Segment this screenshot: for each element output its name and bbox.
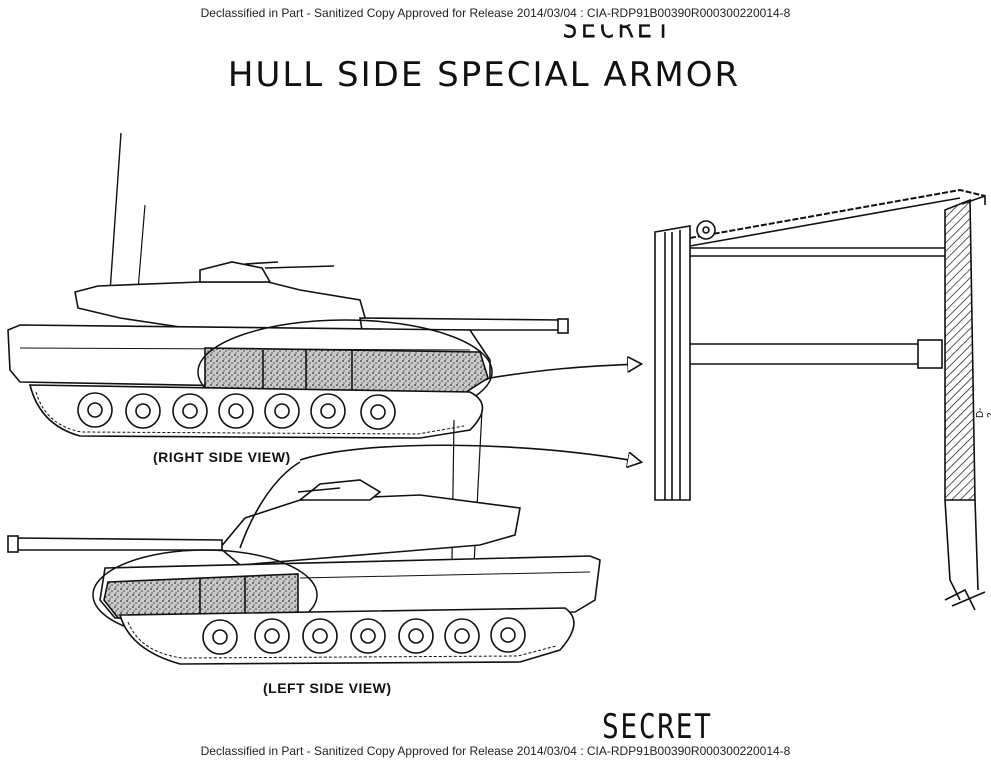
right-side-tank-drawing	[7, 132, 569, 439]
pointer-arrows	[239, 364, 640, 549]
armor-cross-section	[654, 188, 986, 611]
left-side-tank-drawing	[7, 409, 601, 665]
classification-marking-top: SECRET	[562, 10, 674, 46]
right-side-view-caption: (RIGHT SIDE VIEW)	[153, 449, 291, 465]
declassification-footer: Declassified in Part - Sanitized Copy Ap…	[200, 744, 791, 758]
page-title: HULL SIDE SPECIAL ARMOR	[227, 55, 741, 95]
declassification-header: Declassified in Part - Sanitized Copy Ap…	[200, 6, 791, 20]
classification-marking-bottom: SECRET	[602, 707, 713, 747]
page-reference: D-2	[975, 407, 991, 418]
left-side-view-caption: (LEFT SIDE VIEW)	[263, 680, 392, 696]
